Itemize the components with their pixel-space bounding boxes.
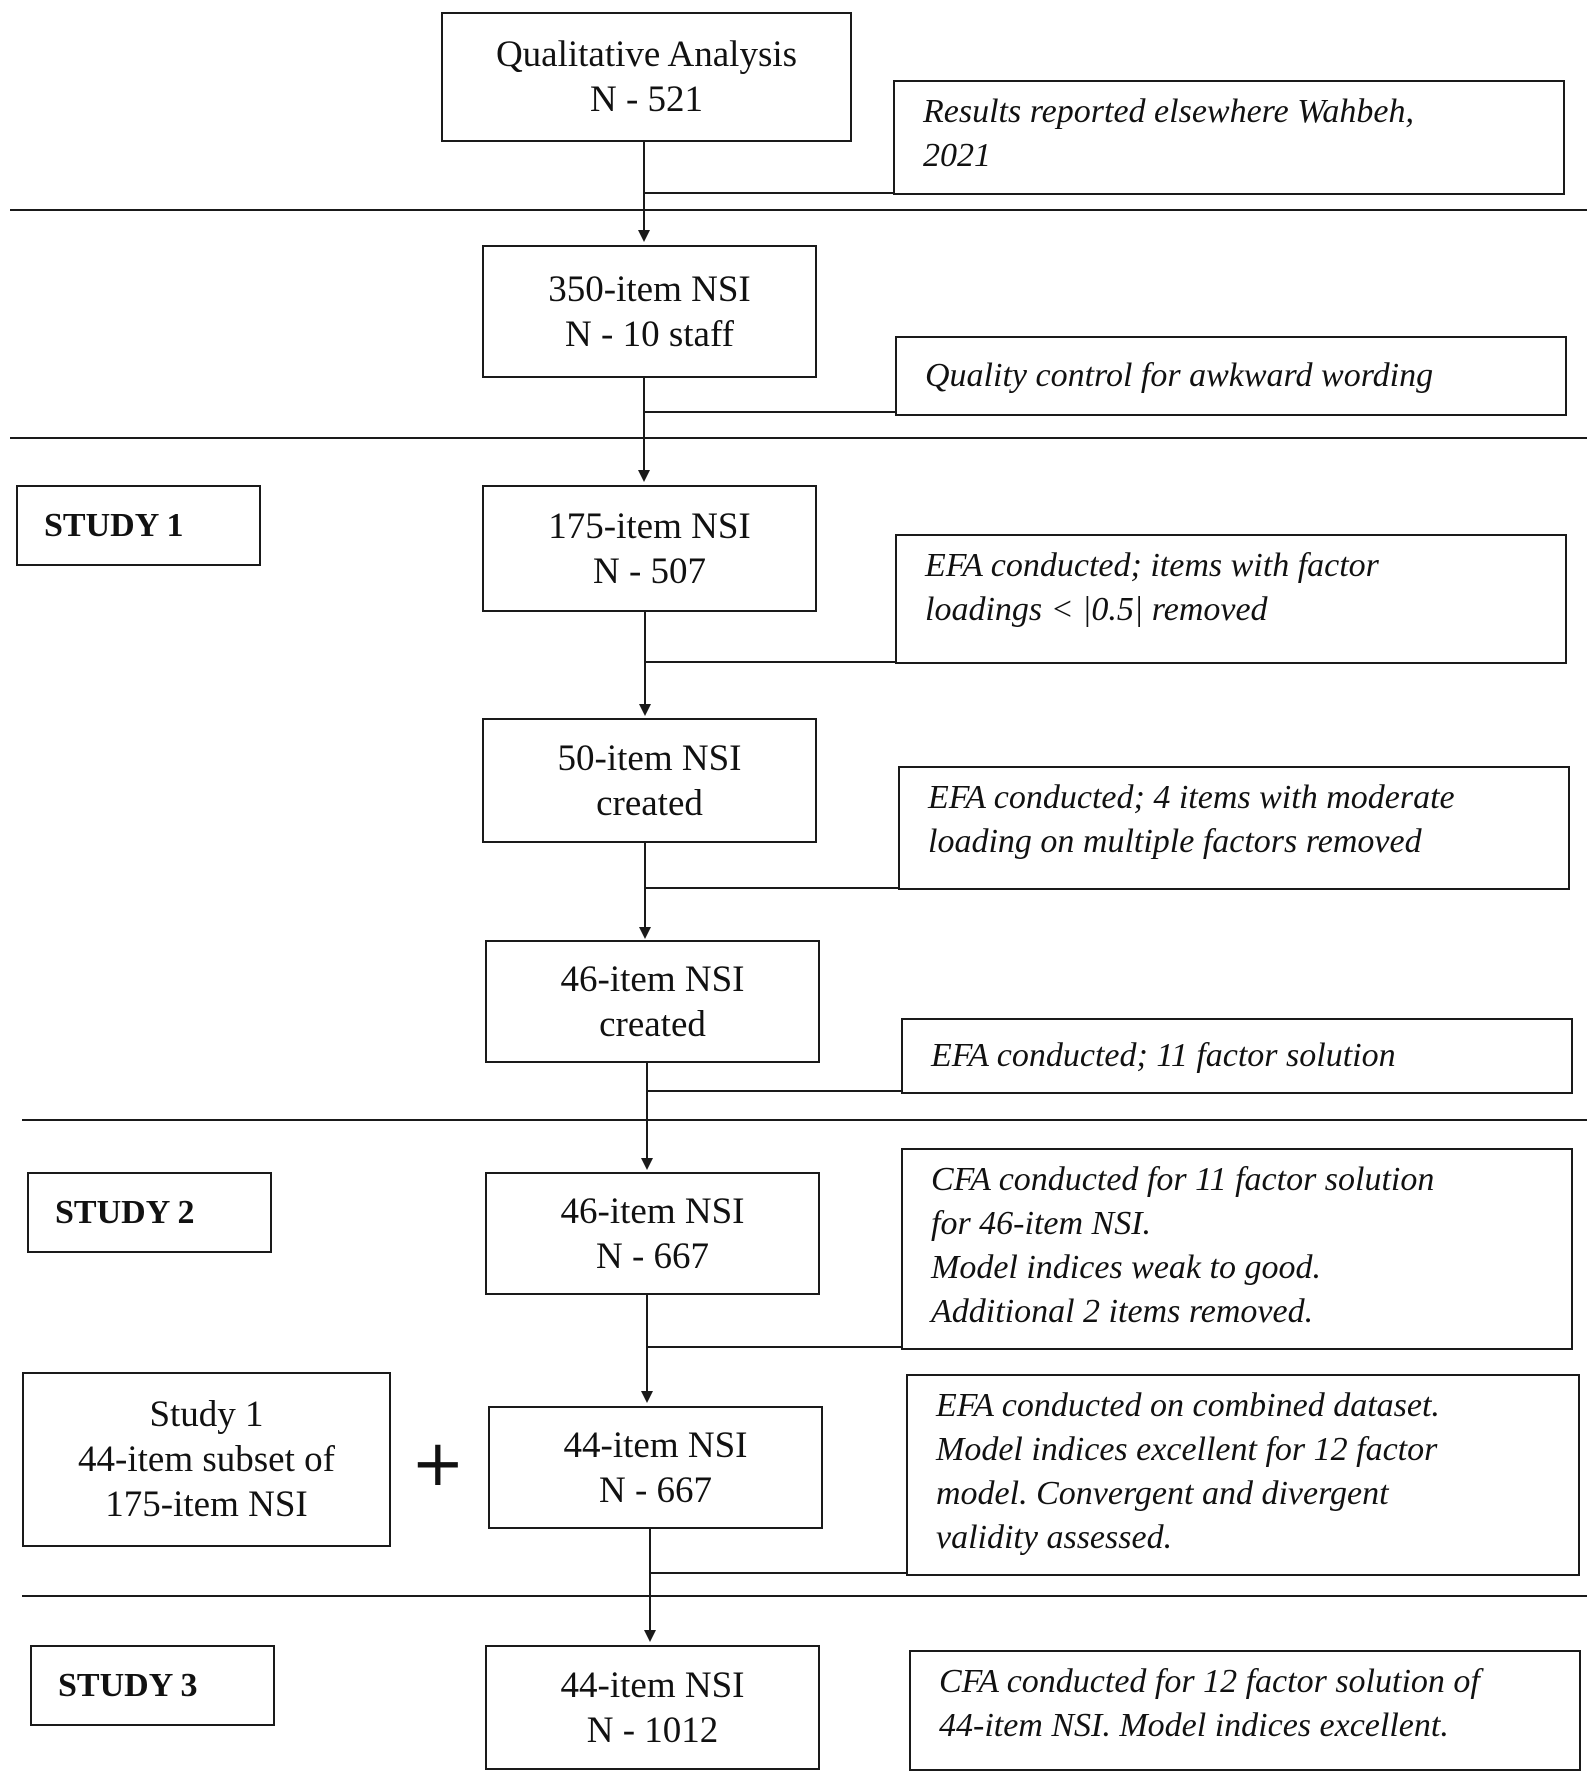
note-line: loading on multiple factors removed [928, 823, 1422, 860]
note-quality-control: Quality control for awkward wording [895, 336, 1567, 416]
box-line: 350-item NSI [548, 268, 751, 310]
note-efa-loadings: EFA conducted; items with factor loading… [895, 534, 1567, 664]
note-line: CFA conducted for 12 factor solution of [939, 1663, 1480, 1700]
note-cfa-11-factor: CFA conducted for 11 factor solution for… [901, 1148, 1573, 1350]
box-line: 44-item NSI [560, 1664, 745, 1706]
box-line: N - 667 [595, 1235, 710, 1277]
study-3-label: STUDY 3 [30, 1645, 275, 1726]
box-line: N - 667 [598, 1469, 713, 1511]
box-line: 50-item NSI [557, 737, 742, 779]
box-line: N - 507 [592, 550, 707, 592]
note-line: model. Convergent and divergent [936, 1475, 1389, 1512]
box-line: N - 521 [589, 79, 704, 120]
box-line: Qualitative Analysis [495, 34, 798, 75]
box-line: created [596, 782, 703, 824]
note-line: Model indices excellent for 12 factor [936, 1431, 1438, 1468]
note-line: Additional 2 items removed. [931, 1293, 1314, 1330]
note-line: loadings < |0.5| removed [925, 591, 1268, 628]
box-line: 44-item subset of [78, 1439, 335, 1480]
note-cfa-12-factor: CFA conducted for 12 factor solution of … [909, 1650, 1581, 1771]
note-results-reported: Results reported elsewhere Wahbeh, 2021 [893, 80, 1565, 195]
note-efa-11-factor: EFA conducted; 11 factor solution [901, 1018, 1573, 1094]
box-line: 44-item NSI [563, 1424, 748, 1466]
note-line: Quality control for awkward wording [925, 357, 1434, 394]
note-line: 44-item NSI. Model indices excellent. [939, 1707, 1449, 1744]
box-line: 46-item NSI [560, 1190, 745, 1232]
plus-operator: + [411, 1427, 465, 1501]
study-1-label: STUDY 1 [16, 485, 261, 566]
box-line: Study 1 [149, 1394, 264, 1435]
note-efa-moderate-loading: EFA conducted; 4 items with moderate loa… [898, 766, 1570, 890]
note-line: 2021 [923, 137, 991, 174]
box-line: 175-item NSI [105, 1484, 308, 1525]
note-line: EFA conducted; 4 items with moderate [928, 779, 1455, 816]
box-line: N - 1012 [586, 1709, 719, 1751]
note-efa-combined: EFA conducted on combined dataset. Model… [906, 1374, 1580, 1576]
note-line: Results reported elsewhere Wahbeh, [923, 93, 1415, 130]
note-line: EFA conducted on combined dataset. [936, 1387, 1440, 1424]
box-line: 46-item NSI [560, 958, 745, 1000]
box-line: 175-item NSI [548, 505, 751, 547]
note-line: EFA conducted; items with factor [925, 547, 1379, 584]
note-line: validity assessed. [936, 1519, 1173, 1556]
note-line: EFA conducted; 11 factor solution [931, 1037, 1396, 1074]
box-line: created [599, 1003, 706, 1045]
note-line: Model indices weak to good. [931, 1249, 1321, 1286]
box-line: N - 10 staff [565, 313, 734, 355]
note-line: CFA conducted for 11 factor solution [931, 1161, 1435, 1198]
note-line: for 46-item NSI. [931, 1205, 1152, 1242]
study-2-label: STUDY 2 [27, 1172, 272, 1253]
